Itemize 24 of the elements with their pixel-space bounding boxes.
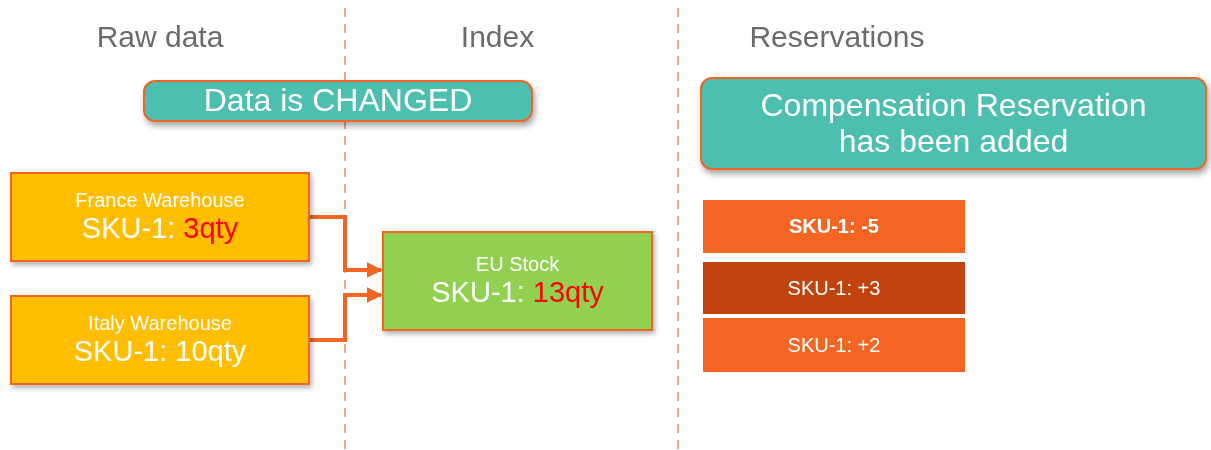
column-heading: Reservations: [748, 20, 926, 54]
status-text: Data is CHANGED: [203, 83, 473, 119]
stock-quantity: SKU-1: 3qty: [81, 212, 239, 246]
location-name: Italy Warehouse: [88, 311, 232, 336]
reservation-bar: [703, 318, 965, 372]
status-banner: [700, 77, 1207, 170]
status-banner: [143, 80, 533, 122]
stock-quantity: SKU-1: 13qty: [431, 276, 604, 310]
warehouse-box: [10, 172, 310, 262]
reservation-text: SKU-1: -5: [789, 215, 879, 238]
warehouse-box: [10, 295, 310, 385]
column-heading: Index: [459, 20, 536, 54]
location-name: EU Stock: [475, 252, 560, 277]
location-name: France Warehouse: [75, 188, 245, 213]
reservation-bar: [703, 200, 965, 253]
arrow: [310, 287, 383, 342]
index-box: [382, 231, 653, 331]
reservation-text: SKU-1: +3: [787, 276, 881, 300]
status-text: Compensation Reservation has been added: [759, 87, 1148, 160]
stock-quantity: SKU-1: 10qty: [73, 335, 247, 369]
reservation-text: SKU-1: +2: [787, 333, 881, 357]
arrow: [310, 215, 383, 278]
reservation-bar: [703, 262, 965, 314]
column-heading: Raw data: [95, 20, 225, 54]
